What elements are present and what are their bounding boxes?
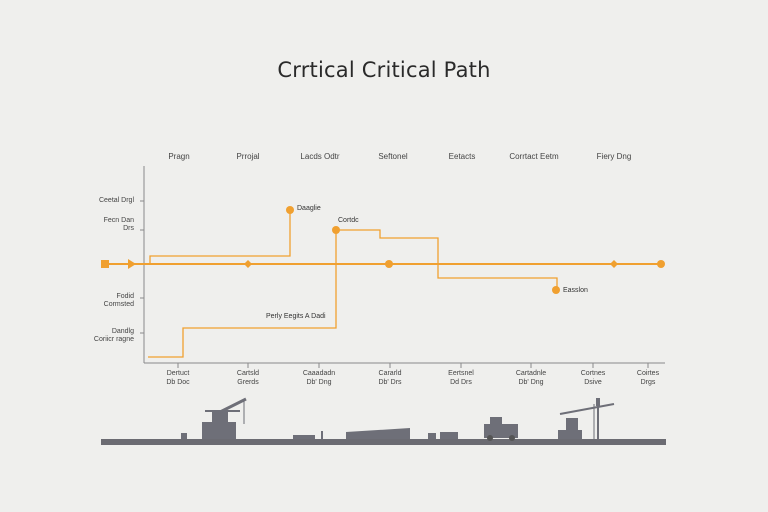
- x-axis-label: Cararld Db' Drs: [378, 370, 402, 386]
- branch-path-lower: [148, 230, 337, 358]
- y-axis-label: Fecn Dan Drs: [103, 217, 134, 232]
- phase-label: Fiery Dng: [596, 152, 632, 161]
- node-label-emission: Easslon: [563, 287, 588, 294]
- truck-icon: [484, 417, 518, 441]
- node-label-contact: Cortdc: [338, 217, 359, 224]
- crane-icon: [181, 397, 247, 439]
- x-axis-ticks: [177, 363, 649, 368]
- end-node: [657, 260, 665, 268]
- node-douglas: [286, 206, 294, 214]
- arrow-icon: [128, 259, 136, 269]
- y-axis-label: Ceetal Drgl: [98, 197, 134, 204]
- page-title: Crrtical Critical Path: [277, 58, 491, 82]
- material-pile-icon: [293, 428, 458, 439]
- y-axis-label: Fodid Cormsted: [103, 293, 134, 308]
- milestone-node: [385, 260, 393, 268]
- x-axis-label: Eertsnel Dd Drs: [448, 370, 474, 386]
- start-node: [101, 260, 109, 268]
- x-axis-label: Cartsld Grerds: [236, 370, 260, 386]
- x-axis-label: Dertuct Db Doc: [166, 370, 190, 386]
- milestone-diamond: [244, 260, 252, 268]
- node-label-douglas: Daaglie: [297, 205, 321, 212]
- phase-label: Seftonel: [378, 152, 408, 161]
- tower-crane-icon: [558, 398, 615, 439]
- node-label-party: Perly Eegits A Dadi: [266, 313, 326, 320]
- x-axis-label: Coirtes Drgs: [636, 370, 660, 386]
- branch-path-contact: [336, 229, 558, 290]
- y-axis-label: Dandlg Coriicr ragne: [93, 328, 134, 343]
- node-emission: [552, 286, 560, 294]
- milestone-diamond: [610, 260, 618, 268]
- x-axis-label: Cartadnle Db' Dng: [515, 370, 547, 386]
- phase-label: Lacds Odtr: [300, 152, 340, 161]
- branch-path-upper: [149, 210, 291, 264]
- ground-strip: [101, 439, 666, 445]
- y-axis-ticks: [140, 200, 144, 334]
- x-axis-label: Caaadadn Db' Dng: [302, 370, 336, 386]
- phase-label: Prrojal: [236, 152, 260, 161]
- phase-label: Corrtact Eetm: [509, 152, 559, 161]
- phase-label: Pragn: [168, 152, 190, 161]
- x-axis-label: Cortnes Dsive: [580, 370, 606, 386]
- phase-label: Eetacts: [448, 152, 476, 161]
